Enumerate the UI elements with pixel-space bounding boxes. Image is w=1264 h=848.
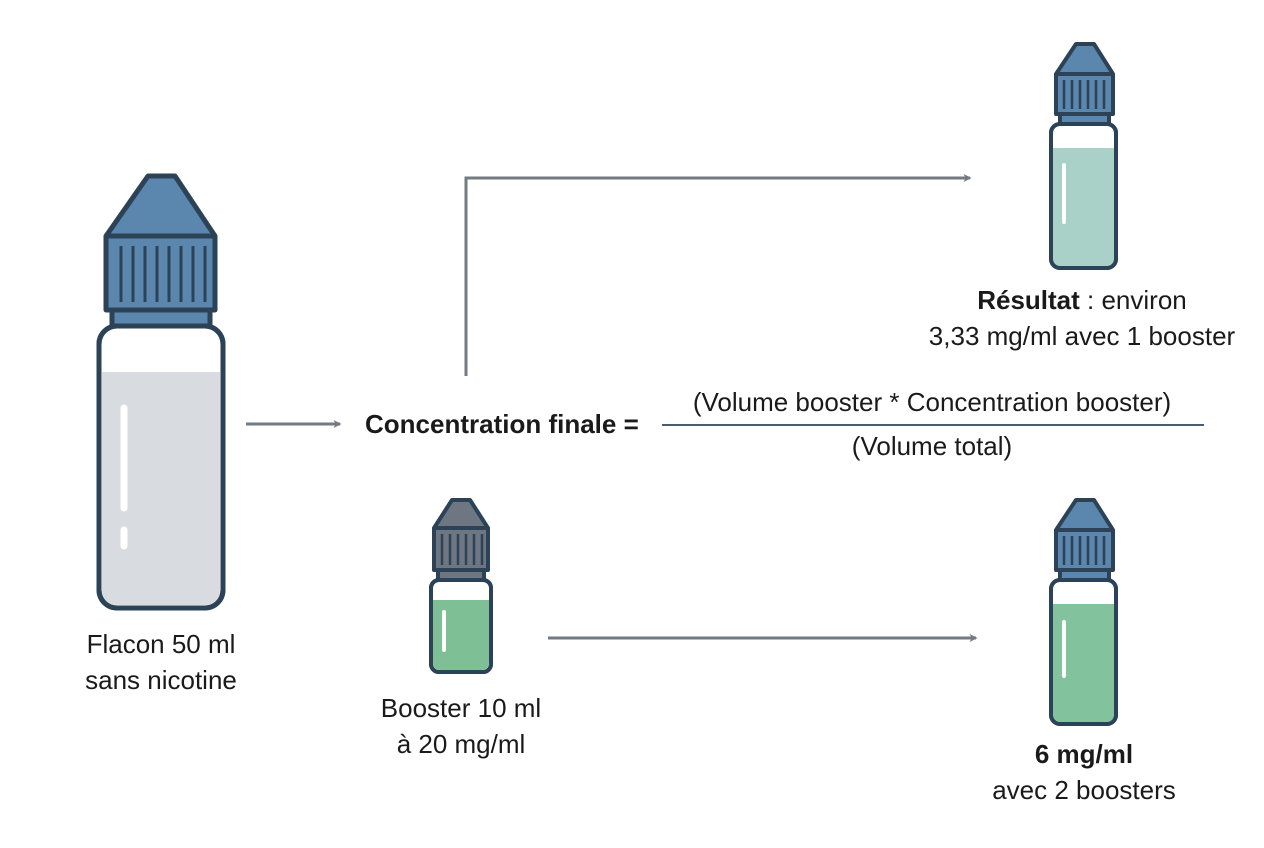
result-one-line1: Résultat : environ [929,282,1235,318]
result-one-rest: : environ [1079,285,1187,315]
result-two-line1: 6 mg/ml [1034,739,1134,769]
result-one-label: Résultat : environ 3,33 mg/ml avec 1 boo… [929,282,1235,354]
fraction-bar [662,424,1204,426]
source-bottle-label: Flacon 50 ml sans nicotine [85,626,237,698]
result-two-line2: avec 2 boosters [992,775,1176,805]
booster-line2: à 20 mg/ml [396,729,526,759]
result-one-bold: Résultat [977,285,1080,315]
formula-denominator: (Volume total) [851,431,1013,461]
source-bottle-line2: sans nicotine [85,665,237,695]
result-two-label: 6 mg/ml avec 2 boosters [992,736,1176,808]
formula-lhs: Concentration finale = [365,409,639,439]
arrow-formula-to-result-one [464,174,972,376]
booster-line1: Booster 10 ml [380,693,542,723]
source-bottle-line1: Flacon 50 ml [86,629,236,659]
booster-bottle-icon [429,498,493,674]
formula-numerator: (Volume booster * Concentration booster) [692,387,1172,417]
source-bottle-icon [96,173,226,611]
result-one-line2: 3,33 mg/ml avec 1 booster [928,321,1236,351]
result-two-bottle-icon [1049,498,1118,726]
result-one-bottle-icon [1049,42,1118,270]
booster-label: Booster 10 ml à 20 mg/ml [381,690,541,762]
